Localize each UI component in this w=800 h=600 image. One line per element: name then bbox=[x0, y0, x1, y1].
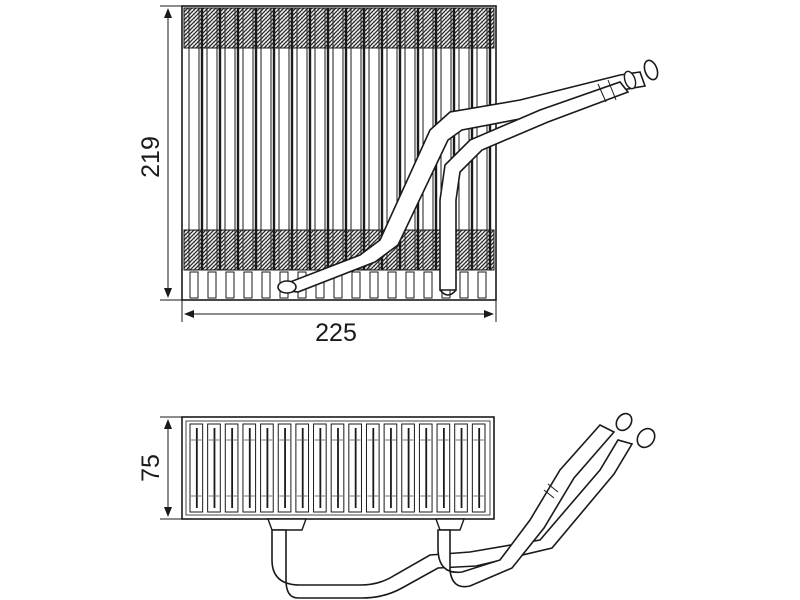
front-tube-tab bbox=[189, 271, 199, 299]
front-pipe-end-large bbox=[643, 59, 659, 81]
side-left-connector bbox=[267, 518, 307, 531]
front-tube-tab bbox=[405, 271, 415, 299]
front-tube bbox=[404, 7, 416, 271]
front-tube bbox=[260, 7, 272, 271]
front-tube bbox=[386, 7, 398, 271]
front-large-pipe-cap bbox=[277, 280, 297, 294]
front-tube-tab bbox=[477, 271, 487, 299]
front-tube bbox=[458, 7, 470, 271]
front-tube-tab bbox=[261, 271, 271, 299]
side-tubes bbox=[189, 423, 486, 513]
side-inner-frame bbox=[185, 420, 491, 516]
front-tube-tab bbox=[423, 271, 433, 299]
front-width-label: 225 bbox=[315, 319, 357, 347]
front-core-frame bbox=[181, 5, 497, 301]
front-tube bbox=[314, 7, 326, 271]
front-width-dimension: 225 bbox=[181, 300, 497, 347]
front-tube-tab bbox=[459, 271, 469, 299]
front-tube bbox=[224, 7, 236, 271]
front-pipe-end-small bbox=[623, 70, 637, 90]
front-view: 219 225 bbox=[137, 5, 659, 347]
front-tube-tab bbox=[369, 271, 379, 299]
front-height-dimension: 219 bbox=[137, 5, 182, 301]
side-pipe-end-lower bbox=[636, 427, 656, 449]
front-tube bbox=[188, 7, 200, 271]
front-tube bbox=[332, 7, 344, 271]
front-tube bbox=[350, 7, 362, 271]
front-tube bbox=[296, 7, 308, 271]
side-view: 75 bbox=[137, 412, 656, 599]
side-core-frame bbox=[181, 416, 495, 520]
front-tube-tab bbox=[225, 271, 235, 299]
side-depth-dimension: 75 bbox=[137, 416, 182, 520]
front-large-pipe bbox=[280, 71, 647, 293]
front-small-pipe-bend bbox=[439, 289, 457, 296]
front-pipes bbox=[277, 59, 659, 296]
front-tube-tab bbox=[207, 271, 217, 299]
front-tube bbox=[368, 7, 380, 271]
front-tube-tab bbox=[351, 271, 361, 299]
front-tube-tab bbox=[243, 271, 253, 299]
front-height-label: 219 bbox=[137, 136, 165, 178]
front-tube bbox=[242, 7, 254, 271]
side-pipe-end-upper bbox=[615, 412, 633, 432]
side-right-connector bbox=[435, 518, 465, 531]
front-tube bbox=[278, 7, 290, 271]
side-lower-pipe bbox=[271, 439, 634, 599]
front-tube-tab bbox=[387, 271, 397, 299]
side-depth-label: 75 bbox=[137, 454, 165, 482]
front-small-pipe bbox=[439, 81, 630, 291]
side-upper-pipe bbox=[437, 424, 616, 588]
front-tube bbox=[206, 7, 218, 271]
